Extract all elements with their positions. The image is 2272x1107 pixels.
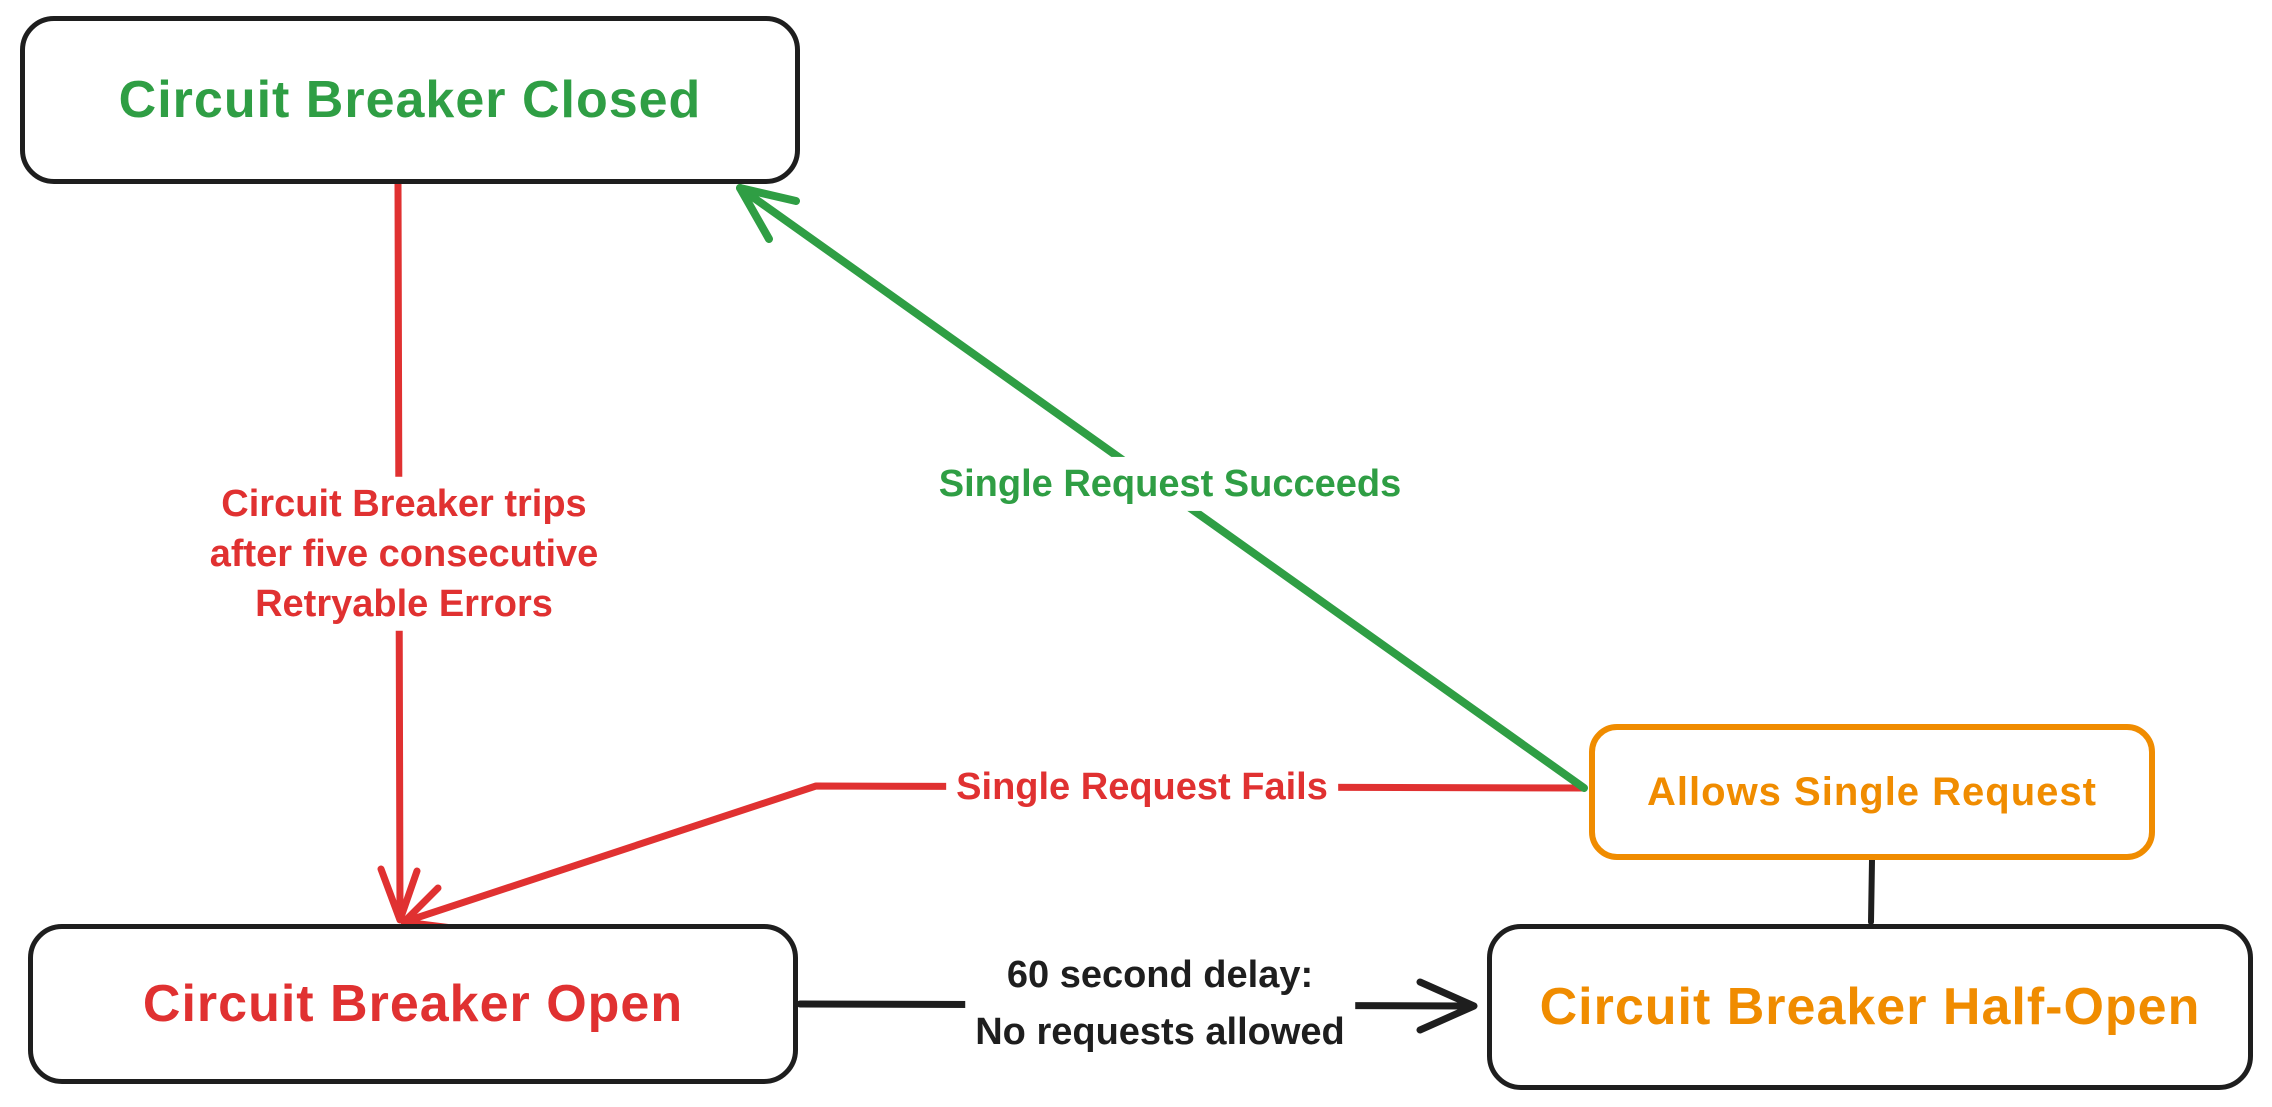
succeeds-arrowhead <box>736 184 800 243</box>
delay-edge-label-line2: No requests allowed <box>975 1011 1345 1053</box>
node-circuit-breaker-closed: Circuit Breaker Closed <box>20 16 800 184</box>
node-circuit-breaker-open-label: Circuit Breaker Open <box>142 975 684 1033</box>
trips-edge-label-line2: after five consecutive <box>209 532 599 575</box>
node-allows-single-request: Allows Single Request <box>1589 724 2155 860</box>
node-allows-single-request-label: Allows Single Request <box>1647 769 2097 814</box>
trips-edge-label-line3: Retryable Errors <box>255 583 553 626</box>
node-circuit-breaker-open: Circuit Breaker Open <box>28 924 798 1084</box>
fails-edge-label: Single Request Fails <box>946 759 1338 815</box>
succeeds-edge-label: Single Request Succeeds <box>928 456 1412 512</box>
trips-arrowhead <box>377 865 421 924</box>
node-circuit-breaker-closed-label: Circuit Breaker Closed <box>118 71 702 129</box>
delay-edge-label: 60 second delay: No requests allowed <box>965 945 1355 1063</box>
trips-edge-label: Circuit Breaker trips after five consecu… <box>199 476 609 632</box>
delay-edge-label-line1: 60 second delay: <box>1006 954 1314 996</box>
delay-arrowhead <box>1416 978 1478 1034</box>
node-circuit-breaker-half-open: Circuit Breaker Half-Open <box>1487 924 2253 1090</box>
halfopen-allows-connector <box>1868 857 1875 925</box>
node-circuit-breaker-half-open-label: Circuit Breaker Half-Open <box>1539 978 2201 1036</box>
trips-edge-label-line1: Circuit Breaker trips <box>221 482 587 525</box>
